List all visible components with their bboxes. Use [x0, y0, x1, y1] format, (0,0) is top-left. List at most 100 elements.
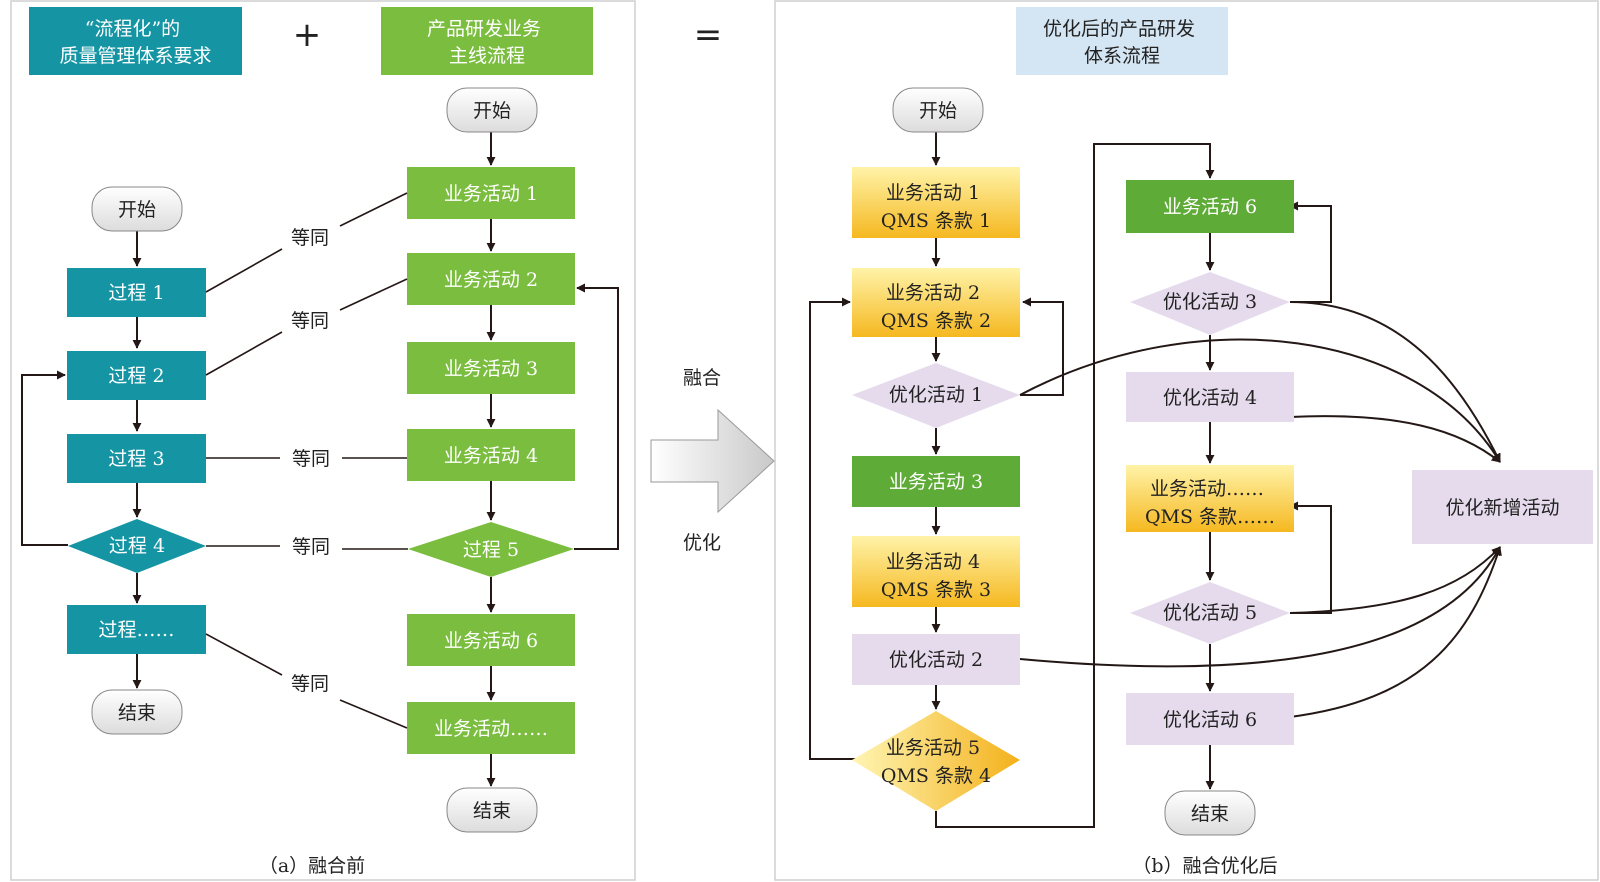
caption-before: （a）融合前 — [259, 855, 365, 877]
optimize-activity-3-label: 优化活动 3 — [1163, 291, 1257, 313]
combined-activity-1-line-2: QMS 条款 1 — [881, 210, 991, 232]
business-activity-2-label: 业务活动 2 — [444, 269, 538, 291]
combined-activity-2-line-1: 业务活动 2 — [886, 282, 980, 304]
combined-activity-1-line-1: 业务活动 1 — [886, 182, 980, 204]
business-activity-4 — [407, 429, 575, 481]
process-1 — [67, 268, 206, 317]
right-start-label: 开始 — [919, 100, 957, 122]
left-end-label: 结束 — [118, 702, 156, 724]
business-mainline-line-1: 产品研发业务 — [427, 18, 541, 40]
process-3 — [67, 434, 206, 483]
equiv-label-2: 等同 — [291, 310, 329, 332]
mid-end-label: 结束 — [473, 800, 511, 822]
combined-activity-5-label: 业务活动 5 QMS 条款 4 — [881, 737, 991, 787]
equiv-label-3: 等同 — [292, 448, 330, 470]
equals-sign: = — [694, 15, 723, 55]
business-activity-1 — [407, 167, 575, 219]
process-more — [67, 605, 206, 654]
right-business-activity-6 — [1126, 180, 1294, 233]
plus-sign: + — [293, 15, 322, 55]
equivalence-links — [205, 192, 408, 729]
process-4-label: 过程 4 — [109, 535, 165, 557]
fusion-arrow — [650, 408, 775, 514]
process-2 — [67, 351, 206, 400]
left-start — [91, 186, 183, 232]
qms-requirement-line-1: “流程化”的 — [85, 18, 180, 40]
business-mainline-box — [381, 7, 593, 75]
combined-activity-4-line-1: 业务活动 4 — [886, 551, 980, 573]
optimize-activity-4 — [1126, 372, 1294, 422]
combined-activity-more-line-1: 业务活动…… — [1150, 478, 1264, 500]
right-business-activity-6-label: 业务活动 6 — [1163, 196, 1257, 218]
new-optimization-activity — [1412, 470, 1593, 544]
caption-after: （b）融合优化后 — [1132, 855, 1277, 877]
left-end — [91, 689, 183, 735]
combined-activity-1-label: 业务活动 1 QMS 条款 1 — [881, 182, 991, 232]
mid-start-label: 开始 — [473, 100, 511, 122]
right-business-activity-3-label: 业务活动 3 — [889, 471, 983, 493]
optimized-process-label: 优化后的产品研发 体系流程 — [1043, 18, 1201, 67]
combined-activity-more-label: 业务活动…… QMS 条款…… — [1145, 478, 1275, 528]
process-5-decision — [408, 522, 574, 577]
qms-requirement-box — [29, 7, 242, 75]
optimize-activity-1-label: 优化活动 1 — [889, 384, 983, 406]
process-1-label: 过程 1 — [108, 282, 164, 304]
process-more-label: 过程…… — [98, 619, 174, 641]
right-edges — [809, 132, 1502, 828]
mid-end — [446, 787, 538, 833]
arrow-label-bottom: 优化 — [683, 532, 721, 554]
business-activity-4-label: 业务活动 4 — [444, 445, 538, 467]
optimize-activity-2 — [852, 634, 1020, 685]
combined-activity-4-label: 业务活动 4 QMS 条款 3 — [881, 551, 991, 601]
business-mainline-label: 产品研发业务 主线流程 — [427, 18, 547, 67]
new-optimization-activity-label: 优化新增活动 — [1445, 497, 1559, 519]
combined-activity-2-line-2: QMS 条款 2 — [881, 310, 991, 332]
business-activity-3-label: 业务活动 3 — [444, 358, 538, 380]
combined-activity-5-line-2: QMS 条款 4 — [881, 765, 991, 787]
business-activity-more — [407, 702, 575, 754]
equiv-label-1: 等同 — [291, 227, 329, 249]
optimize-activity-5 — [1130, 582, 1290, 644]
process-3-label: 过程 3 — [108, 448, 164, 470]
panel-before — [10, 0, 636, 881]
optimize-activity-4-label: 优化活动 4 — [1163, 387, 1257, 409]
optimize-activity-6 — [1126, 693, 1294, 745]
right-business-activity-3 — [852, 456, 1020, 507]
business-activity-6-label: 业务活动 6 — [444, 630, 538, 652]
right-start — [892, 87, 984, 133]
process-5-label: 过程 5 — [463, 539, 519, 561]
process-4-decision — [68, 519, 206, 573]
business-mainline-line-2: 主线流程 — [449, 45, 525, 67]
combined-activity-5-line-1: 业务活动 5 — [886, 737, 980, 759]
panel-after — [774, 0, 1599, 881]
business-activity-3 — [407, 342, 575, 394]
right-end — [1164, 790, 1256, 836]
optimize-activity-2-label: 优化活动 2 — [889, 649, 983, 671]
process-2-label: 过程 2 — [108, 365, 164, 387]
combined-activity-4 — [852, 536, 1020, 607]
optimize-activity-1 — [852, 363, 1020, 428]
equiv-label-4: 等同 — [292, 536, 330, 558]
right-end-label: 结束 — [1191, 803, 1229, 825]
combined-activity-more-line-2: QMS 条款…… — [1145, 506, 1275, 528]
qms-requirement-label: “流程化”的 质量管理体系要求 — [59, 18, 211, 67]
optimized-process-line-1: 优化后的产品研发 — [1043, 18, 1195, 40]
combined-activity-2 — [852, 268, 1020, 337]
combined-activity-more — [1126, 465, 1294, 532]
equiv-label-5: 等同 — [291, 673, 329, 695]
optimize-activity-3 — [1130, 272, 1290, 335]
combined-activity-5-decision — [852, 711, 1020, 811]
optimize-activity-6-label: 优化活动 6 — [1163, 709, 1257, 731]
business-activity-2 — [407, 253, 575, 305]
business-activity-6 — [407, 614, 575, 666]
combined-activity-1 — [852, 167, 1020, 238]
arrow-label-top: 融合 — [683, 367, 721, 389]
mid-start — [446, 87, 538, 133]
left-start-label: 开始 — [118, 199, 156, 221]
business-activity-1-label: 业务活动 1 — [444, 183, 538, 205]
optimize-activity-5-label: 优化活动 5 — [1163, 602, 1257, 624]
optimized-process-line-2: 体系流程 — [1084, 45, 1160, 67]
qms-requirement-line-2: 质量管理体系要求 — [59, 45, 211, 67]
combined-activity-2-label: 业务活动 2 QMS 条款 2 — [881, 282, 991, 332]
